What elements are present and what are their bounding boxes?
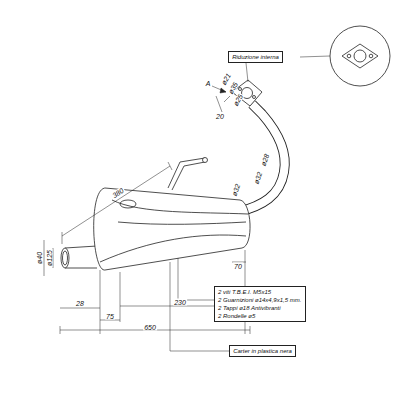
dimension-label: 70 xyxy=(233,263,243,270)
dimension-label: ø28 xyxy=(259,152,270,168)
dimension-label: 20 xyxy=(215,113,225,120)
view-letter: A xyxy=(205,80,212,87)
note-text: Carter in plastica nera xyxy=(233,347,292,355)
note-box: 2 viti T.B.E.I. M5x152 Guarnizioni ø14x4… xyxy=(214,286,306,322)
dimension-label: 230 xyxy=(173,299,187,306)
note-text: Riduzione interna xyxy=(232,53,279,61)
dimension-label: 650 xyxy=(143,324,157,331)
note-box: Riduzione interna xyxy=(228,51,283,63)
note-text: 2 Rondelle ø5 xyxy=(218,312,302,320)
note-text: 2 Tappi ø18 Antivibranti xyxy=(218,304,302,312)
note-text: 2 Guarnizioni ø14x4,9x1,5 mm. xyxy=(218,296,302,304)
dimension-label: ø125 xyxy=(46,249,53,267)
dimension-label: ø40 xyxy=(36,251,43,265)
dimension-label: ø32 xyxy=(230,182,241,198)
note-text: 2 viti T.B.E.I. M5x15 xyxy=(218,288,302,296)
note-box: Carter in plastica nera xyxy=(229,345,296,357)
dimension-label: ø32 xyxy=(252,170,263,186)
dimension-label: 28 xyxy=(75,300,85,307)
dimension-label: 75 xyxy=(105,313,115,320)
